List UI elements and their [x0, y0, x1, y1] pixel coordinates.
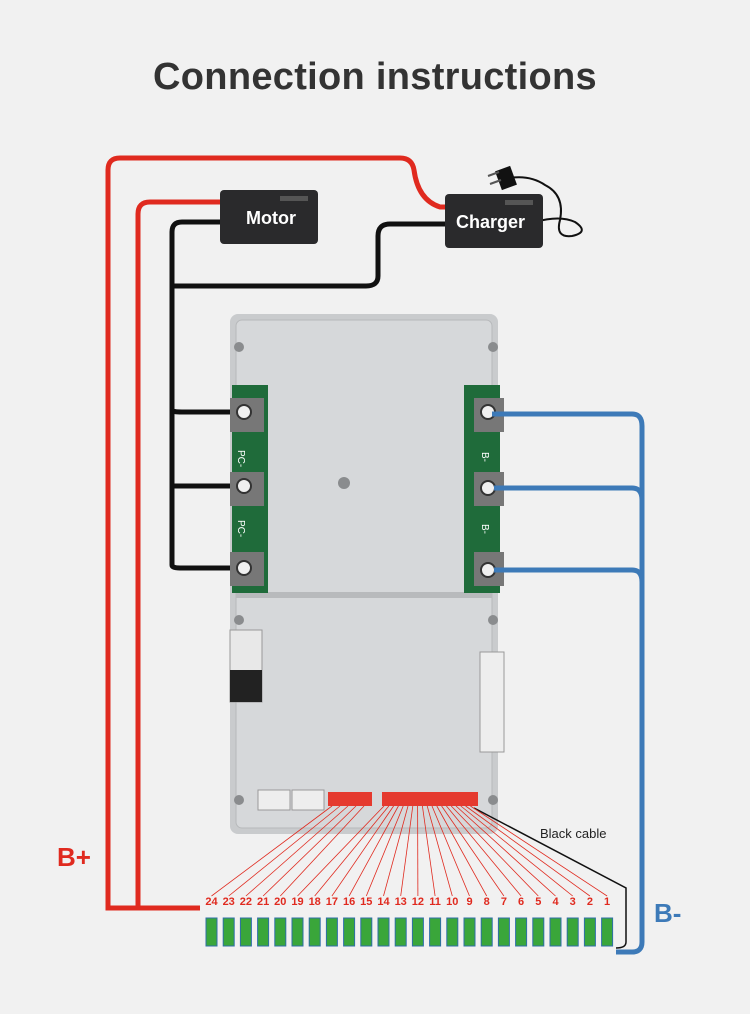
bminus-wire	[492, 411, 645, 955]
battery-cell	[343, 917, 356, 947]
bplus-label: B+	[57, 842, 91, 872]
battery-cells	[205, 917, 614, 947]
battery-cell	[497, 917, 510, 947]
cell-number: 14	[377, 896, 390, 908]
battery-cell	[205, 917, 218, 947]
charger-label: Charger	[456, 212, 526, 232]
page-title: Connection instructions	[153, 56, 597, 98]
battery-cell	[583, 917, 596, 947]
sense-wire	[383, 805, 409, 897]
battery-cell	[601, 917, 614, 947]
battery-cell	[480, 917, 493, 947]
cell-number: 18	[309, 896, 321, 908]
bms-board	[229, 314, 505, 834]
motor-wire	[169, 219, 240, 571]
battery-cell	[377, 917, 390, 947]
charger-wire	[172, 221, 450, 289]
sense-wire	[211, 805, 333, 897]
black-cable-label: Black cable	[540, 826, 607, 841]
sense-wire	[314, 805, 390, 897]
sense-wire	[465, 805, 591, 897]
battery-cell	[549, 917, 562, 947]
cell-number: 12	[412, 896, 424, 908]
sense-wire	[297, 805, 385, 897]
battery-cell	[429, 917, 442, 947]
cell-number: 2	[587, 896, 593, 908]
motor-box	[220, 190, 318, 244]
battery-cell	[239, 917, 252, 947]
sense-wire	[280, 805, 365, 897]
sense-wire	[446, 805, 522, 897]
cell-number: 22	[240, 896, 252, 908]
bplus-wire-charger	[105, 155, 450, 911]
cell-number: 20	[274, 896, 286, 908]
sense-wire	[228, 805, 341, 897]
pc-wire-1	[169, 408, 240, 415]
bminus-label: B-	[654, 898, 682, 928]
sense-wire	[262, 805, 357, 897]
charger-plug-cable	[509, 176, 583, 238]
cell-number: 19	[291, 896, 303, 908]
sense-wire	[460, 805, 573, 897]
pc-label-2: PC-	[235, 520, 246, 537]
cell-number: 6	[518, 896, 524, 908]
battery-cell	[308, 917, 321, 947]
cell-number: 17	[326, 896, 338, 908]
cell-number: 4	[552, 896, 559, 908]
battery-cell	[463, 917, 476, 947]
battery-cell	[222, 917, 235, 947]
battery-cell	[257, 917, 270, 947]
sense-wire	[455, 805, 556, 897]
battery-cell	[274, 917, 287, 947]
sense-wire	[470, 805, 608, 897]
b-label-1: B-	[479, 452, 490, 462]
cell-number: 9	[466, 896, 472, 908]
cell-number: 13	[395, 896, 407, 908]
battery-cell	[532, 917, 545, 947]
sense-wire	[348, 805, 399, 897]
sense-wire	[436, 805, 488, 897]
cell-number: 16	[343, 896, 355, 908]
cell-number: 10	[446, 896, 458, 908]
cell-number: 11	[429, 896, 441, 908]
cell-number: 1	[604, 896, 610, 908]
sense-wire	[441, 805, 505, 897]
sense-wire	[245, 805, 349, 897]
cell-number: 5	[535, 896, 541, 908]
battery-cell	[566, 917, 579, 947]
cell-number: 8	[484, 896, 490, 908]
sense-wire	[431, 805, 470, 897]
battery-cell	[446, 917, 459, 947]
sense-wire	[426, 805, 453, 897]
cell-number: 15	[360, 896, 372, 908]
sense-wires	[211, 805, 608, 897]
sense-wire	[422, 805, 436, 897]
battery-cell	[360, 917, 373, 947]
sense-wire	[331, 805, 394, 897]
battery-cell	[515, 917, 528, 947]
cell-number: 7	[501, 896, 507, 908]
cell-number: 23	[223, 896, 235, 908]
pc-label-1: PC-	[235, 450, 246, 467]
motor-label: Motor	[246, 208, 296, 228]
bminus-wire-2	[494, 485, 645, 501]
sense-wire	[450, 805, 539, 897]
battery-cell	[291, 917, 304, 947]
cell-number: 21	[257, 896, 269, 908]
sense-wire	[365, 805, 404, 897]
cell-number: 3	[570, 896, 576, 908]
black-cable	[473, 807, 627, 949]
bplus-wire-motor	[135, 199, 222, 911]
sense-wire	[400, 805, 414, 897]
battery-cell	[394, 917, 407, 947]
battery-cell	[325, 917, 338, 947]
bminus-wire-3	[494, 567, 645, 583]
cell-number: 24	[205, 896, 218, 908]
battery-cell	[411, 917, 424, 947]
charger-box	[445, 194, 543, 248]
b-label-2: B-	[479, 524, 490, 534]
